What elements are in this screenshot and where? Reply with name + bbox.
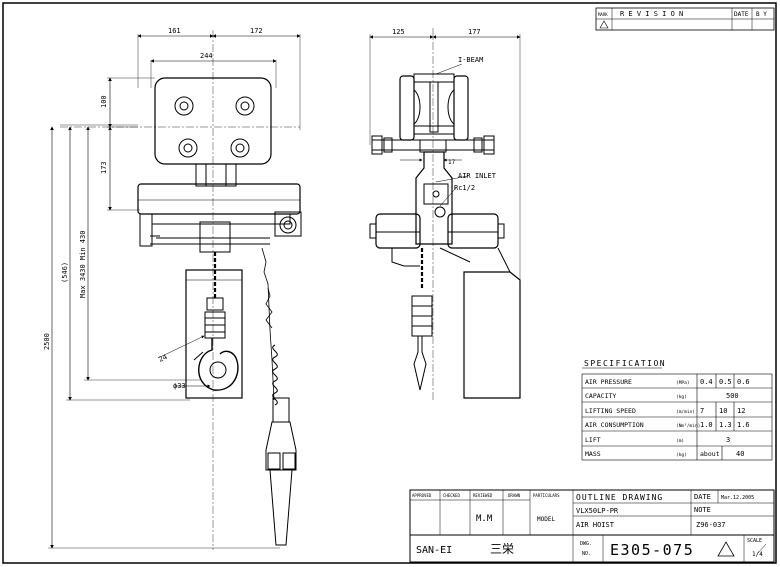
drawn-label: DRAWN (508, 493, 521, 498)
company-jp-name: 三栄 (490, 542, 514, 556)
drawing-number: E305-075 (610, 541, 694, 559)
approved-label: APPROVED (412, 493, 432, 498)
dim-100: 100 (100, 95, 108, 108)
model-value: VLX50LP-PR (576, 507, 619, 515)
spec-unit: (Nm³/min) (676, 423, 700, 429)
dim-17: 17 (448, 159, 456, 166)
dim-24: 24 (157, 353, 168, 364)
reviewed-by: M.M (476, 514, 493, 524)
dim-172: 172 (250, 27, 263, 35)
spec-item: MASS (585, 450, 601, 458)
model-label: MODEL (537, 516, 555, 523)
spec-unit: (m/min) (676, 409, 695, 415)
front-view-dimensions: 161 172 244 100 173 (546) Max 3430 Min 4… (43, 27, 263, 390)
spec-item: LIFTING SPEED (585, 407, 636, 415)
spec-value: 0.5 (719, 378, 732, 386)
spec-value: 3 (726, 436, 730, 444)
dwg-no-label-2: NO. (582, 551, 591, 557)
spec-value: 10 (719, 407, 727, 415)
reviewed-label: REVIEWED (473, 493, 493, 498)
spec-item: AIR CONSUMPTION (585, 421, 644, 429)
scale-value: 1/4 (752, 551, 763, 558)
revision-label: R E V I S I O N (620, 10, 683, 18)
spec-value: 40 (736, 450, 744, 458)
spec-value: 1.6 (737, 421, 750, 429)
spec-value: 12 (737, 407, 745, 415)
date-value: Mar.12.2005 (721, 495, 754, 501)
label-ibeam: I-BEAM (458, 56, 483, 64)
by-header: B Y (756, 11, 767, 18)
product-name: AIR HOIST (576, 521, 615, 529)
dim-125: 125 (392, 28, 405, 36)
front-view (48, 30, 302, 550)
spec-unit: (kg) (676, 394, 687, 400)
spec-item: CAPACITY (585, 392, 616, 400)
date-header: DATE (734, 11, 749, 18)
date-label: DATE (694, 493, 711, 501)
dwg-no-label: DWG. (580, 541, 592, 547)
spec-value: 1.3 (719, 421, 732, 429)
spec-value: about (700, 450, 720, 458)
revision-block: MARK R E V I S I O N DATE B Y (595, 7, 775, 31)
spec-unit: (MPa) (676, 380, 690, 386)
spec-item: LIFT (585, 436, 601, 444)
spec-value: 1.0 (700, 421, 713, 429)
particulars-label: PARTICULARS (533, 493, 560, 498)
side-view (369, 28, 521, 400)
spec-title: SPECIFICATION (584, 359, 666, 368)
dim-546: (546) (61, 262, 69, 283)
label-air-inlet: AIR INLET (458, 172, 497, 180)
note-label: NOTE (694, 506, 711, 514)
spec-value: 0.4 (700, 378, 713, 386)
note-value: Z96-037 (696, 521, 726, 529)
dim-244: 244 (200, 52, 213, 60)
spec-value: 7 (700, 407, 704, 415)
specification-table: SPECIFICATION AIR PRESSURE (MPa) 0.4 0.5 0.6… (581, 359, 773, 461)
dim-max-min: Max 3430 Min 430 (79, 231, 87, 298)
mark-header: MARK (598, 12, 608, 17)
checked-label: CHECKED (443, 493, 460, 498)
drawing-title: OUTLINE DRAWING (576, 493, 663, 502)
spec-value: 0.6 (737, 378, 750, 386)
scale-label: SCALE (747, 538, 762, 544)
dim-161: 161 (168, 27, 181, 35)
side-view-labels: 125 177 I-BEAM 17 AIR INLET Rc1/2 (392, 28, 497, 192)
dim-phi33: ϕ33 (173, 382, 186, 390)
title-block: APPROVED CHECKED REVIEWED DRAWN PARTICUL… (409, 489, 775, 563)
company-name: SAN-EI (416, 545, 452, 556)
spec-unit: (kg) (676, 452, 687, 458)
spec-value: 500 (726, 392, 739, 400)
spec-unit: (m) (676, 438, 684, 444)
label-rc: Rc1/2 (454, 184, 475, 192)
dim-177: 177 (468, 28, 481, 36)
dim-2500: 2500 (43, 333, 51, 350)
dim-173: 173 (100, 161, 108, 174)
spec-item: AIR PRESSURE (585, 378, 632, 386)
